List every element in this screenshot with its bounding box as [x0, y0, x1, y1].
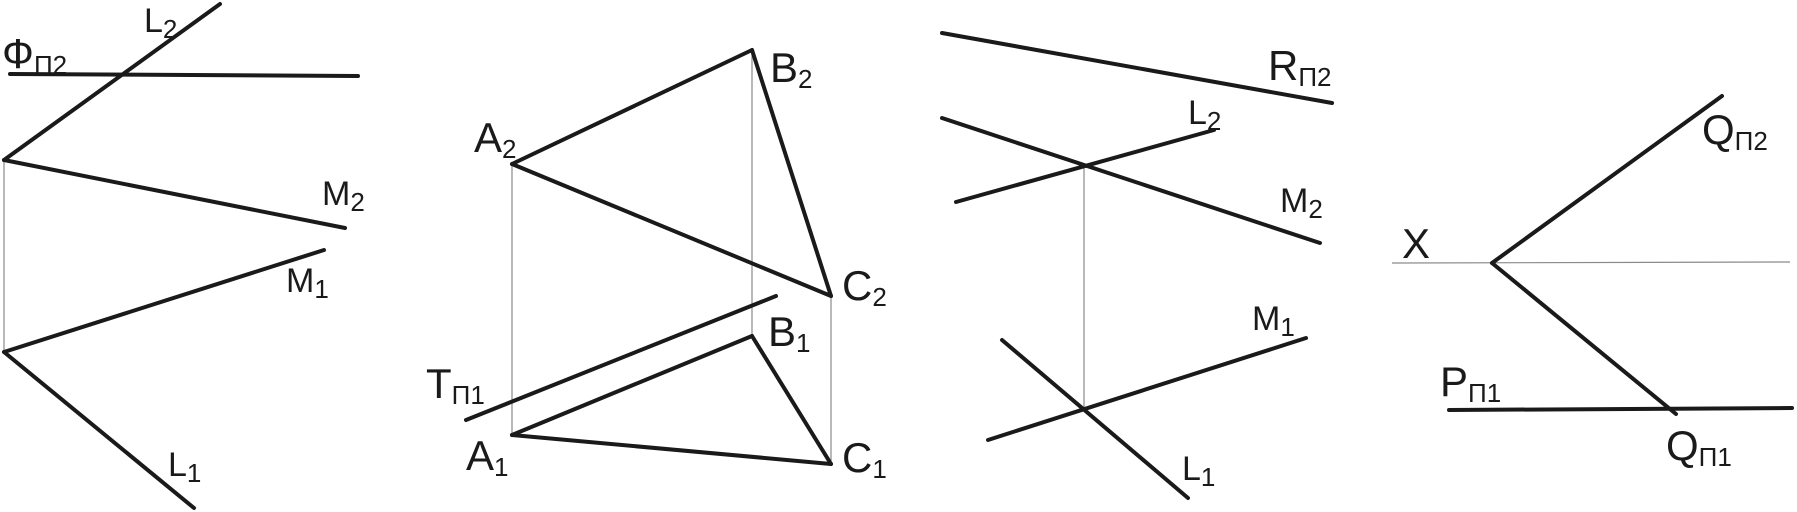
edge-a1-c1: [510, 433, 833, 466]
edge-b1-c1: [750, 334, 833, 466]
label-m1: M1: [286, 262, 329, 304]
plane-t-trace-line: [464, 294, 778, 422]
label-l2: L2: [1188, 94, 1221, 136]
label-r-p2: RП2: [1268, 42, 1332, 92]
edge-a2-b2: [510, 48, 754, 166]
label-p-p1: PП1: [1440, 358, 1501, 408]
label-l1: L1: [1182, 450, 1215, 492]
label-c2: C2: [842, 262, 887, 312]
plane-q-trace-p2: [1490, 94, 1724, 265]
label-phi-p2: ФП2: [2, 30, 67, 80]
label-l2: L2: [144, 2, 177, 44]
line-l1: [1000, 338, 1190, 500]
label-b2: B2: [770, 44, 812, 94]
line-l2: [2, 2, 222, 162]
edge-a2-c2: [510, 162, 833, 298]
label-q-p1: QП1: [1666, 422, 1732, 472]
label-t-p1: TП1: [426, 360, 485, 410]
label-a2: A2: [474, 114, 516, 164]
edge-a1-b1: [510, 334, 754, 437]
label-m2: M2: [1280, 182, 1323, 224]
label-c1: C1: [842, 434, 887, 484]
plane-phi-trace-line: [8, 72, 360, 78]
line-m2: [2, 158, 347, 230]
line-m2: [940, 116, 1322, 245]
label-q-p2: QП2: [1702, 106, 1768, 156]
figure-2: A2 B2 C2 TП1 B1 A1 C1: [426, 44, 887, 484]
line-m1: [2, 248, 326, 354]
edge-b2-c2: [750, 48, 833, 298]
plane-r-trace-line: [940, 31, 1334, 105]
line-m1: [986, 336, 1308, 442]
figure-1: ФП2 L2 M2 M1 L1: [2, 2, 365, 510]
label-m2: M2: [322, 175, 365, 217]
label-b1: B1: [768, 308, 810, 358]
label-a1: A1: [466, 432, 508, 482]
label-x: X: [1402, 220, 1430, 267]
label-l1: L1: [168, 446, 201, 488]
line-l1: [2, 350, 196, 510]
label-m1: M1: [1252, 300, 1295, 342]
x-axis-line: [1391, 261, 1791, 264]
figure-3: RП2 L2 M2 M1 L1: [940, 31, 1334, 500]
plane-p-trace-line: [1447, 406, 1794, 412]
plane-q-trace-p1: [1490, 261, 1678, 416]
figure-4: QП2 X PП1 QП1: [1391, 94, 1794, 472]
